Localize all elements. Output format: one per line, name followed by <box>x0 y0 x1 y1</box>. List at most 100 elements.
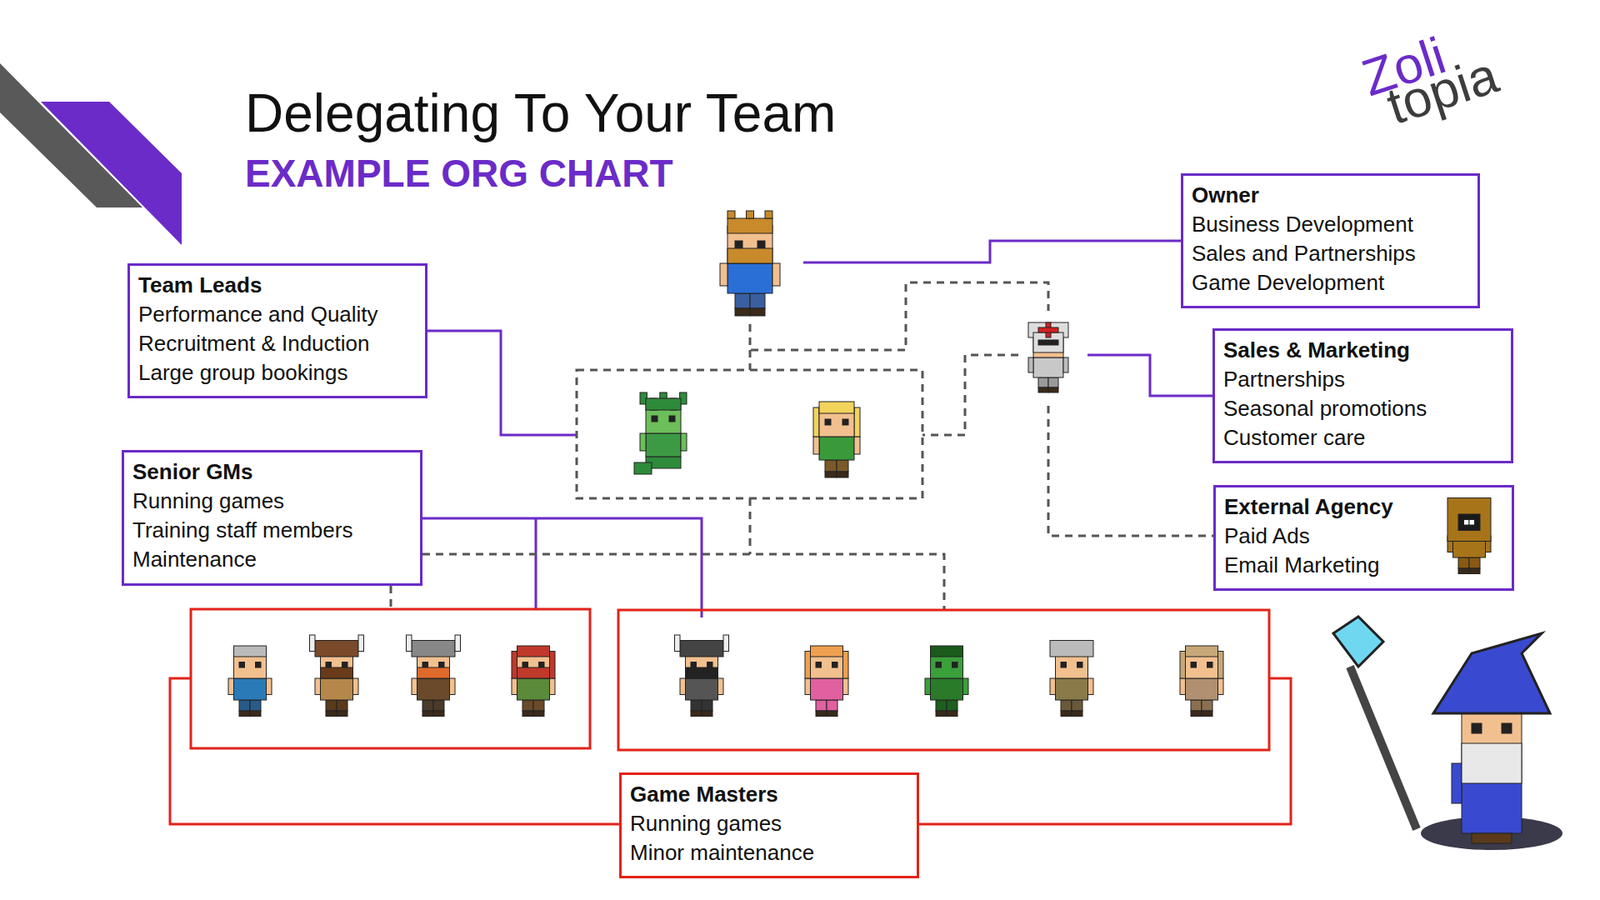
role-title: Senior GMs <box>132 457 412 487</box>
sprite-pixel <box>930 678 964 700</box>
sprite-pixel <box>336 700 348 711</box>
sprite-pixel <box>952 662 959 669</box>
sprite-pixel <box>727 248 773 264</box>
sprite-pixel <box>819 401 855 414</box>
role-title: External Agency <box>1224 492 1504 522</box>
sprite-pixel <box>727 263 773 294</box>
dashed-line <box>750 282 1049 350</box>
role-title: Game Masters <box>630 780 909 810</box>
sprite-pixel <box>250 700 261 711</box>
sprite-pixel <box>680 678 686 695</box>
sprite-pixel <box>310 635 316 652</box>
sprite-pixel <box>517 645 550 657</box>
duty-item: Customer care <box>1223 423 1503 453</box>
role-title: Owner <box>1191 180 1470 210</box>
sprite-pixel <box>517 667 550 679</box>
role-title: Team Leads <box>138 270 417 300</box>
leader-line <box>803 240 1181 263</box>
sprite-pixel <box>843 678 850 695</box>
sprite-pixel <box>1060 662 1067 669</box>
character-sprite <box>1447 498 1491 575</box>
sprite-pixel <box>1071 710 1083 717</box>
sprite-pixel <box>1028 357 1034 373</box>
sprite-pixel <box>1469 557 1480 569</box>
sprite-pixel <box>450 678 456 695</box>
sprite-pixel <box>854 436 860 455</box>
character-sprite <box>675 635 730 717</box>
sprite-pixel <box>342 662 349 669</box>
sprite-pixel <box>417 678 450 700</box>
duty-item: Partnerships <box>1223 365 1503 395</box>
character-sprite <box>1180 645 1224 717</box>
character-sprite <box>406 635 461 717</box>
sprite-pixel <box>433 710 445 717</box>
sprite-pixel <box>935 700 947 711</box>
character-sprite <box>805 645 849 717</box>
sprite-pixel <box>550 678 556 695</box>
sprite-pixel <box>1190 700 1202 711</box>
sprite-pixel <box>1050 678 1056 695</box>
duty-item: Business Development <box>1191 210 1470 240</box>
duty-item: Performance and Quality <box>138 300 417 330</box>
sprite-pixel <box>406 635 413 652</box>
dashed-line <box>422 554 945 610</box>
sprite-pixel <box>720 263 728 286</box>
sprite-pixel <box>522 700 534 711</box>
sprite-pixel <box>1048 387 1059 393</box>
sprite-pixel <box>735 308 750 316</box>
sprite-pixel <box>810 678 844 700</box>
sprite-pixel <box>946 700 958 711</box>
leader-line <box>170 678 620 825</box>
sprite-pixel <box>750 308 765 316</box>
sprite-pixel <box>935 710 947 717</box>
duty-item: Running games <box>630 809 909 839</box>
sprite-pixel <box>1077 662 1084 669</box>
dashed-line <box>749 498 752 555</box>
character-sprite <box>925 645 969 717</box>
sprite-pixel <box>1038 340 1059 345</box>
sprite-pixel <box>825 460 837 472</box>
sprite-pixel <box>690 710 702 717</box>
duty-item: Running games <box>132 486 412 516</box>
sprite-pixel <box>645 433 681 457</box>
character-sprite <box>813 401 860 478</box>
sprite-pixel <box>1038 377 1049 388</box>
sprite-pixel <box>522 662 529 669</box>
sprite-pixel <box>239 662 245 669</box>
sprite-pixel <box>1451 763 1462 804</box>
sprite-pixel <box>1050 640 1094 658</box>
sprite-pixel <box>813 407 820 437</box>
sprite-pixel <box>685 678 719 700</box>
character-sprite <box>634 392 687 475</box>
sprite-pixel <box>946 710 958 717</box>
sprite-pixel <box>675 635 681 652</box>
role-box: Game MastersRunning gamesMinor maintenan… <box>619 772 920 879</box>
sprite-pixel <box>690 662 697 669</box>
staff-group-box <box>190 609 590 749</box>
sprite-pixel <box>718 678 725 695</box>
sprite-pixel <box>1471 833 1512 844</box>
sprite-pixel <box>707 662 714 669</box>
sprite-pixel <box>1180 678 1186 695</box>
character-sprite <box>1050 640 1094 717</box>
sprite-pixel <box>772 263 780 286</box>
subtitle: EXAMPLE ORG CHART <box>245 151 674 196</box>
sprite-pixel <box>228 678 235 695</box>
sprite-pixel <box>1218 678 1225 695</box>
sprite-pixel <box>727 210 735 219</box>
staff <box>1350 666 1417 830</box>
sprite-pixel <box>336 710 348 717</box>
sprite-pixel <box>320 667 354 679</box>
sprite-pixel <box>680 640 724 658</box>
sprite-pixel <box>701 700 713 711</box>
sprite-pixel <box>358 635 365 652</box>
sprite-pixel <box>511 678 518 695</box>
sprite-pixel <box>539 662 545 669</box>
character-sprite <box>1028 322 1069 393</box>
sprite-pixel <box>422 662 429 669</box>
duty-item: Minor maintenance <box>630 838 909 868</box>
staff-group-box <box>618 610 1270 750</box>
sprite-pixel <box>669 415 675 422</box>
sprite-pixel <box>255 662 262 669</box>
sprite-pixel <box>723 635 730 652</box>
